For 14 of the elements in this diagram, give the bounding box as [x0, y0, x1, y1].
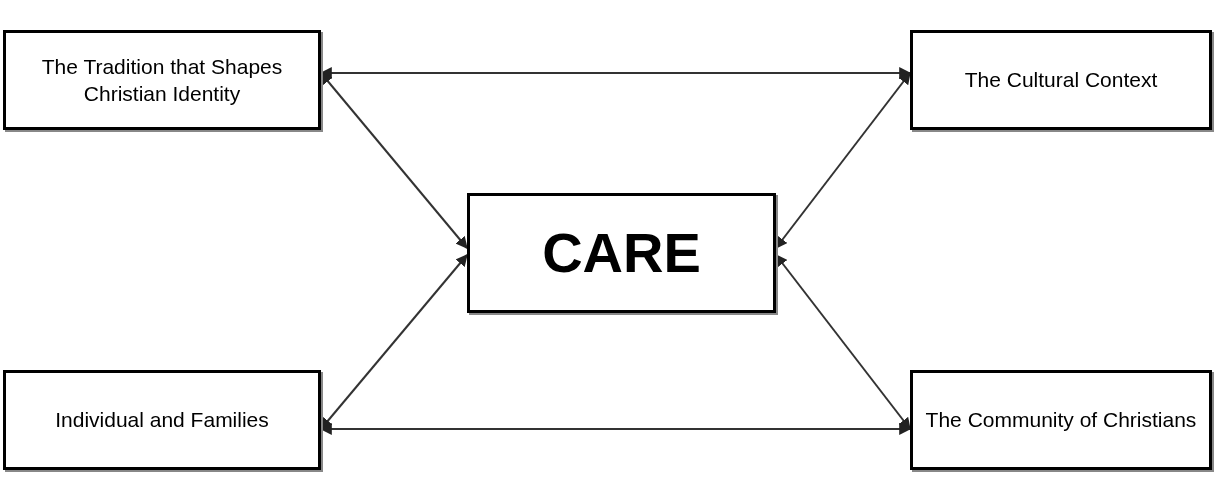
- box-label: CARE: [542, 219, 701, 286]
- box-label: Individual and Families: [55, 407, 269, 434]
- double-arrow: [320, 72, 468, 249]
- box-label: The Community of Christians: [925, 407, 1197, 434]
- double-arrow: [775, 72, 911, 249]
- concept-box: [467, 193, 776, 313]
- concept-box: [3, 370, 321, 470]
- box-label: The Cultural Context: [964, 67, 1158, 94]
- double-arrow: [320, 254, 468, 430]
- concept-box: [3, 30, 321, 130]
- box-label: The Tradition that Shapes Christian Identity: [40, 53, 284, 107]
- concept-box: [910, 30, 1212, 130]
- concept-box: [910, 370, 1212, 470]
- double-arrow: [775, 254, 911, 430]
